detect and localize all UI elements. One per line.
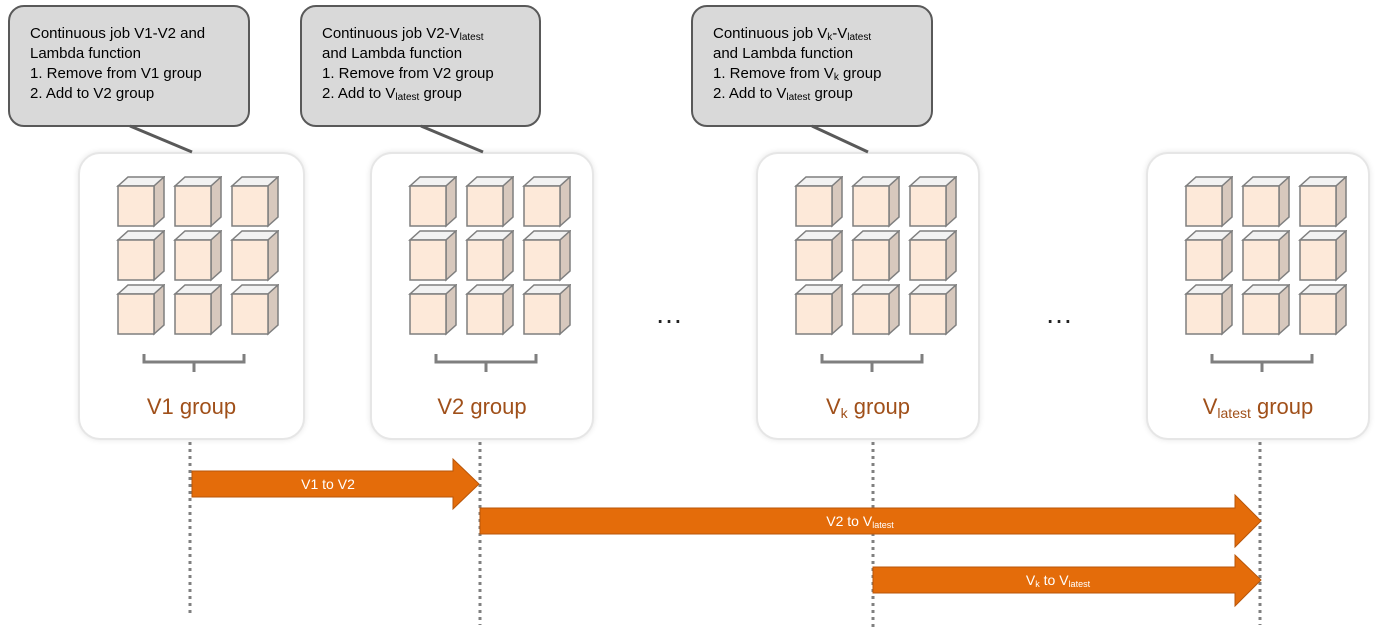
arrow-v1-to-v2	[191, 457, 480, 511]
instance-cube-icon	[165, 175, 223, 230]
instance-grid	[108, 175, 280, 338]
instance-grid	[400, 175, 572, 338]
arrow-v2-to-vlatest	[479, 493, 1262, 549]
instance-cube-icon	[900, 175, 958, 230]
instance-cube-icon	[165, 229, 223, 284]
instance-grid	[1176, 175, 1348, 338]
callout-pointer	[129, 124, 193, 154]
callout-pointer	[420, 124, 484, 154]
callout-line: Continuous job Vk-Vlatest	[713, 25, 872, 43]
callout-line: and Lambda function	[713, 45, 854, 62]
group-label: V2 group	[437, 394, 527, 419]
arrow-vk-to-vlatest	[872, 553, 1262, 608]
arrow-label: V1 to V2	[301, 476, 355, 492]
arrow-label: V2 to Vlatest	[826, 513, 894, 530]
instance-cube-icon	[786, 175, 844, 230]
instance-cube-icon	[843, 175, 901, 230]
callout-v2-vlatest: Continuous job V2-Vlatest and Lambda fun…	[300, 5, 541, 127]
callout-line: 1. Remove from Vk group	[713, 65, 882, 83]
instance-grid	[786, 175, 958, 338]
arrow-label: Vk to Vlatest	[1025, 572, 1091, 589]
brace-icon	[142, 354, 246, 372]
instance-cube-icon	[400, 175, 458, 230]
instance-cube-icon	[843, 229, 901, 284]
callout-vk-vlatest: Continuous job Vk-Vlatest and Lambda fun…	[691, 5, 933, 127]
brace-icon	[820, 354, 924, 372]
instance-cube-icon	[514, 175, 572, 230]
instance-cube-icon	[843, 283, 901, 338]
ellipsis: …	[1045, 298, 1075, 329]
instance-cube-icon	[1176, 175, 1234, 230]
instance-cube-icon	[108, 229, 166, 284]
group-label: V1 group	[146, 394, 237, 419]
instance-cube-icon	[1176, 283, 1234, 338]
instance-cube-icon	[1233, 229, 1291, 284]
brace-icon	[1210, 354, 1314, 372]
instance-cube-icon	[108, 283, 166, 338]
instance-cube-icon	[1233, 283, 1291, 338]
instance-cube-icon	[222, 283, 280, 338]
callout-line: 2. Add to Vlatest group	[322, 85, 462, 103]
instance-cube-icon	[222, 175, 280, 230]
instance-cube-icon	[900, 283, 958, 338]
instance-cube-icon	[1176, 229, 1234, 284]
vlatest-group-box: Vlatest group	[1146, 152, 1370, 440]
instance-cube-icon	[1290, 283, 1348, 338]
instance-cube-icon	[786, 229, 844, 284]
callout-line: 2. Add to Vlatest group	[713, 85, 853, 103]
group-label: Vlatest group	[1202, 394, 1314, 421]
vk-group-box: Vk group	[756, 152, 980, 440]
group-label: Vk group	[825, 394, 911, 421]
instance-cube-icon	[222, 229, 280, 284]
instance-cube-icon	[514, 229, 572, 284]
callout-line: 1. Remove from V1 group	[30, 65, 202, 82]
callout-line: 1. Remove from V2 group	[322, 65, 494, 82]
instance-cube-icon	[1290, 229, 1348, 284]
callout-line: 2. Add to V2 group	[30, 85, 155, 102]
callout-line: and Lambda function	[322, 45, 463, 62]
instance-cube-icon	[457, 175, 515, 230]
instance-cube-icon	[900, 229, 958, 284]
v2-group-box: V2 group	[370, 152, 594, 440]
callout-line: Continuous job V2-Vlatest	[322, 25, 484, 43]
instance-cube-icon	[165, 283, 223, 338]
instance-cube-icon	[457, 229, 515, 284]
instance-cube-icon	[1233, 175, 1291, 230]
instance-cube-icon	[400, 229, 458, 284]
instance-cube-icon	[108, 175, 166, 230]
callout-line: Lambda function	[30, 45, 141, 62]
callout-pointer	[811, 124, 869, 154]
ellipsis: …	[655, 298, 685, 329]
callout-line: Continuous job V1-V2 and	[30, 25, 206, 42]
instance-cube-icon	[457, 283, 515, 338]
instance-cube-icon	[786, 283, 844, 338]
callout-v1-v2: Continuous job V1-V2 and Lambda function…	[8, 5, 250, 127]
instance-cube-icon	[514, 283, 572, 338]
brace-icon	[434, 354, 538, 372]
instance-cube-icon	[400, 283, 458, 338]
instance-cube-icon	[1290, 175, 1348, 230]
